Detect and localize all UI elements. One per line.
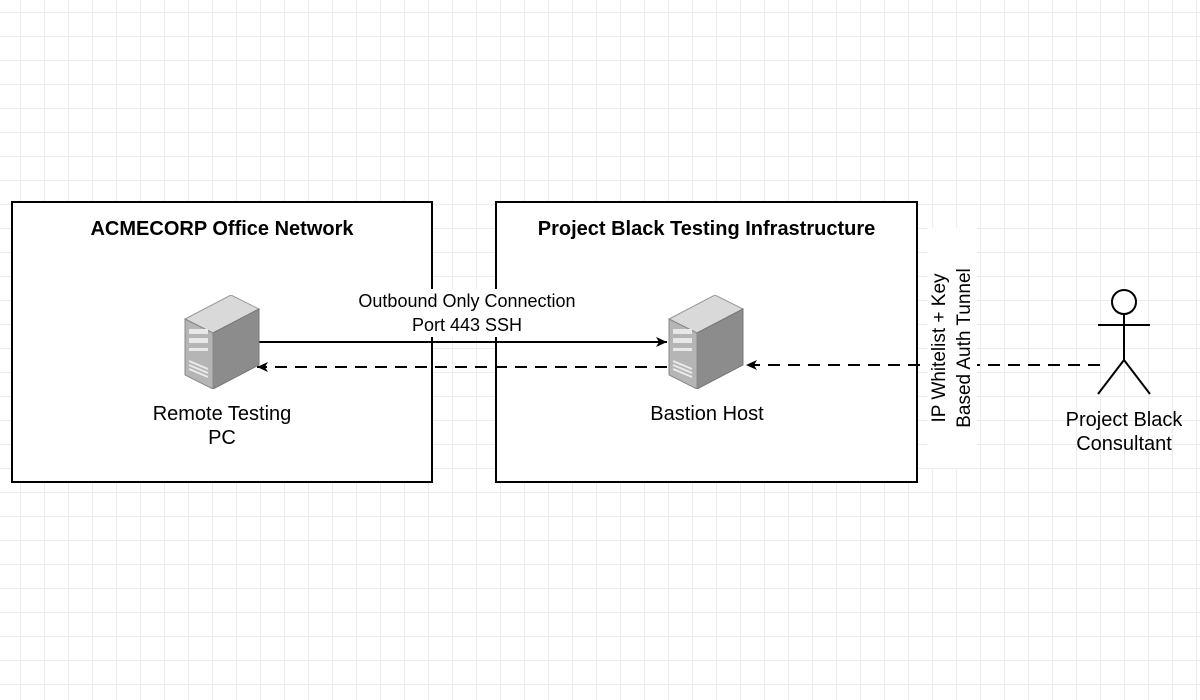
bastion-host-label: Bastion Host (607, 402, 807, 426)
consultant-label-line2: Consultant (1076, 433, 1172, 455)
office-network-title: ACMECORP Office Network (90, 218, 354, 240)
server-icon[interactable] (183, 295, 261, 389)
actor-icon[interactable] (1092, 288, 1156, 398)
consultant-label: Project Black Consultant (1044, 408, 1200, 456)
remote-testing-pc-label-line1: Remote Testing (152, 403, 292, 425)
consultant-label-line1: Project Black (1065, 409, 1183, 431)
outbound-connection-label: Outbound Only Connection Port 443 SSH (337, 289, 597, 337)
outbound-connection-label-line2: Port 443 SSH (411, 315, 523, 335)
server-icon[interactable] (667, 295, 745, 389)
outbound-connection-label-line1: Outbound Only Connection (358, 291, 576, 311)
tunnel-label-line1: IP Whitelist + Key (929, 273, 950, 423)
bastion-host-label-text: Bastion Host (650, 403, 764, 425)
remote-testing-pc-label-line2: PC (208, 427, 236, 449)
infrastructure-title: Project Black Testing Infrastructure (537, 218, 876, 240)
tunnel-label-line2: Based Auth Tunnel (954, 268, 975, 428)
tunnel-label: IP Whitelist + Key Based Auth Tunnel (927, 228, 977, 468)
remote-testing-pc-label: Remote Testing PC (122, 402, 322, 450)
